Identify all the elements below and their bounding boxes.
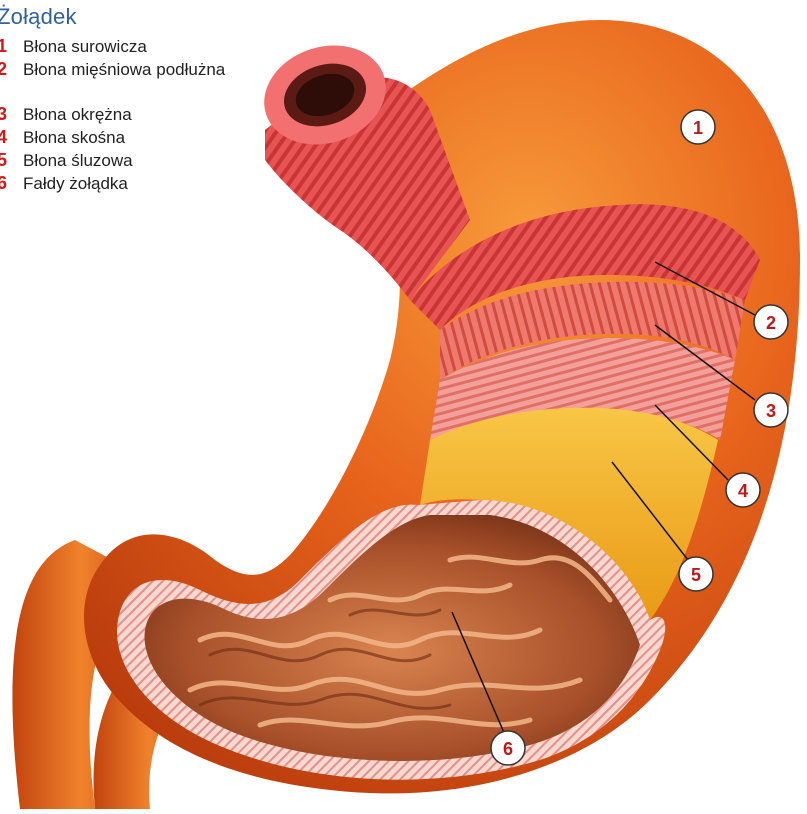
legend-label: Błona skośna [23, 127, 227, 148]
legend-label: Błona mięśniowa podłużna [23, 59, 227, 80]
callout-3: 3 [754, 393, 788, 427]
callout-5: 5 [679, 557, 713, 591]
callout-6: 6 [491, 731, 525, 765]
svg-text:4: 4 [738, 481, 748, 501]
callout-4: 4 [726, 473, 760, 507]
legend-item: 2 Błona mięśniowa podłużna [0, 59, 227, 104]
legend-label: Błona surowicza [23, 36, 227, 57]
svg-text:2: 2 [766, 313, 776, 333]
diagram-title: Żołądek [0, 4, 77, 30]
legend-label: Fałdy żołądka [23, 173, 227, 194]
legend-number: 3 [0, 104, 23, 125]
legend-number: 2 [0, 59, 23, 80]
stomach-interior [145, 515, 640, 761]
legend-label: Błona śluzowa [23, 150, 227, 171]
legend-number: 6 [0, 173, 23, 194]
legend: 1 Błona surowicza 2 Błona mięśniowa podł… [0, 36, 227, 196]
legend-number: 5 [0, 150, 23, 171]
legend-item: 3 Błona okrężna [0, 104, 227, 127]
svg-text:5: 5 [691, 565, 701, 585]
callout-2: 2 [754, 305, 788, 339]
legend-number: 4 [0, 127, 23, 148]
legend-item: 6 Fałdy żołądka [0, 173, 227, 196]
legend-item: 5 Błona śluzowa [0, 150, 227, 173]
svg-text:3: 3 [766, 401, 776, 421]
svg-text:1: 1 [693, 118, 703, 138]
legend-label: Błona okrężna [23, 104, 227, 125]
legend-item: 4 Błona skośna [0, 127, 227, 150]
callout-1: 1 [681, 110, 715, 144]
legend-number: 1 [0, 36, 23, 57]
legend-item: 1 Błona surowicza [0, 36, 227, 59]
svg-text:6: 6 [503, 739, 513, 759]
